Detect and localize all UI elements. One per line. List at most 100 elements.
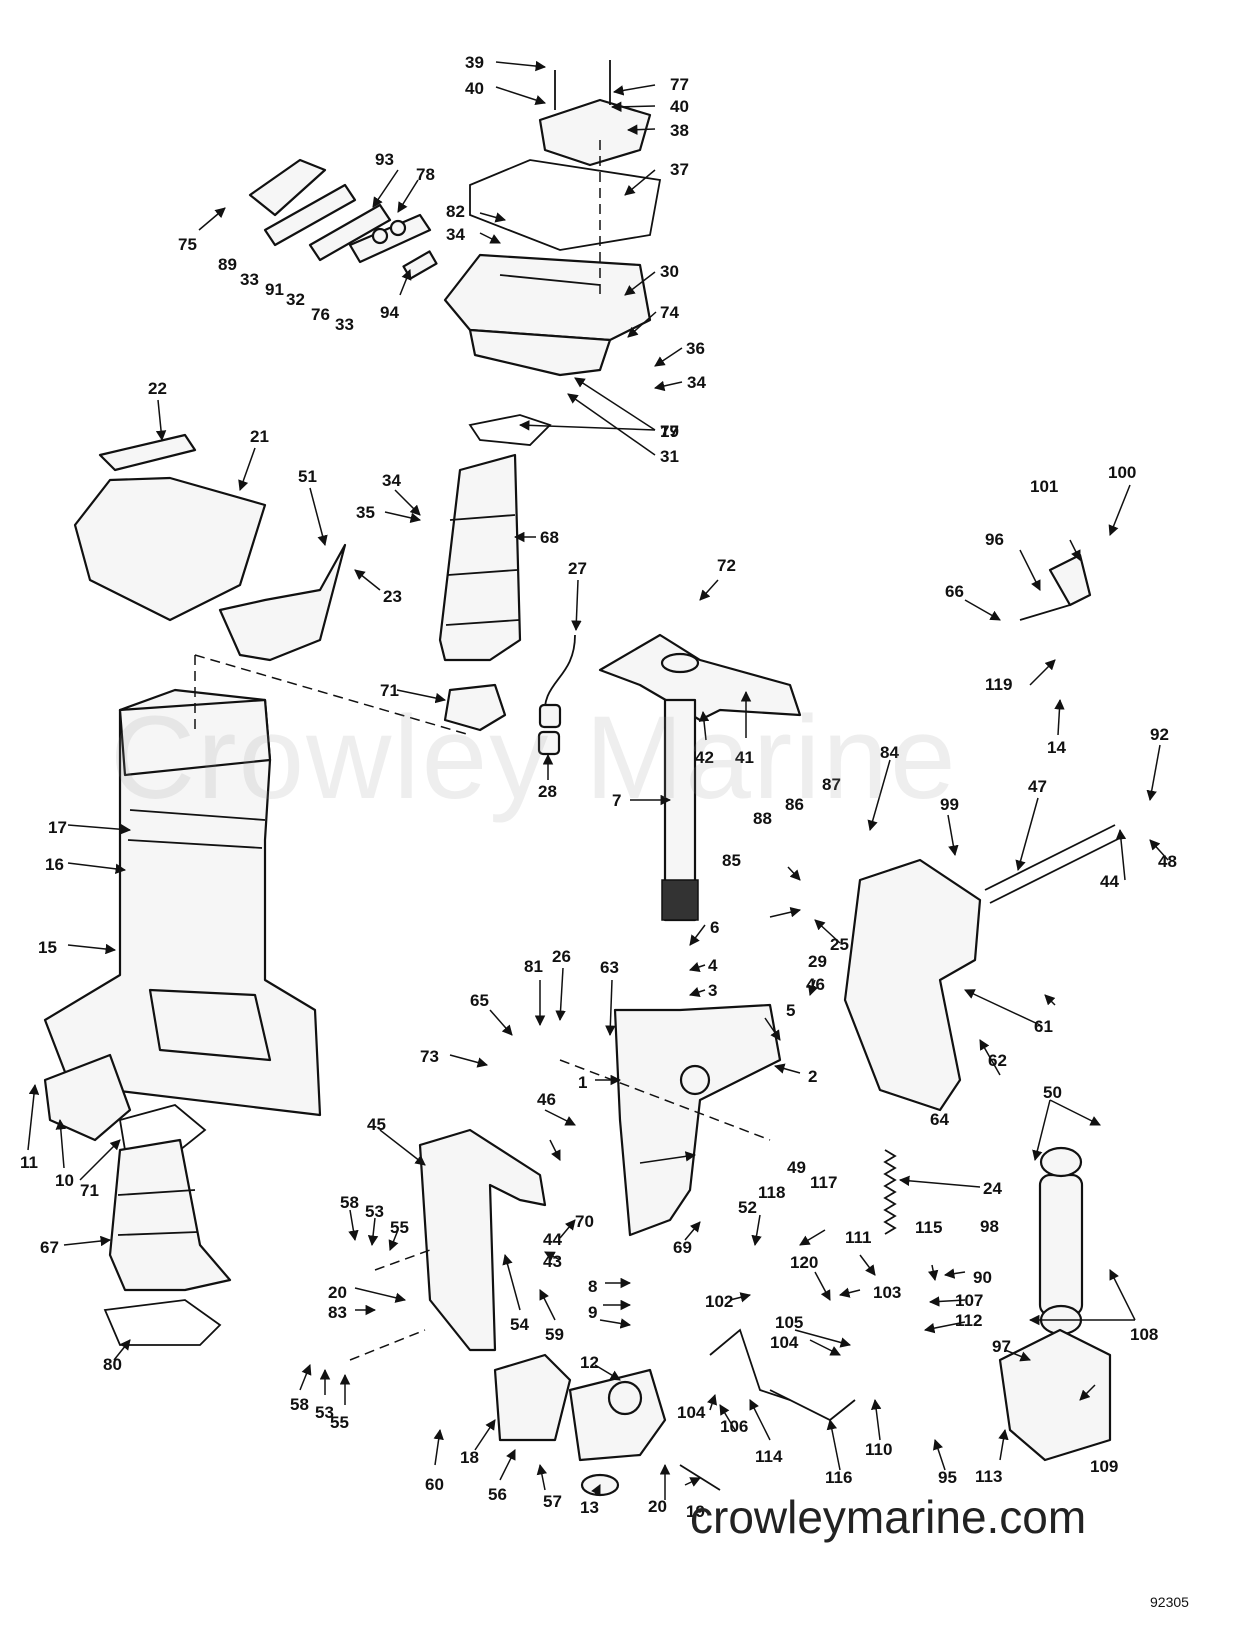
callout-113: 113 xyxy=(975,1467,1002,1486)
leader-lines xyxy=(27,60,1169,1500)
callout-63: 63 xyxy=(600,958,619,977)
callout-91: 91 xyxy=(265,280,284,299)
callout-79: 79 xyxy=(660,422,679,441)
swivel-housing-12 xyxy=(568,1368,667,1462)
callout-65: 65 xyxy=(470,991,489,1010)
callout-46b: 46 xyxy=(806,975,825,994)
tilt-tube-47 xyxy=(984,824,1121,904)
callout-34: 34 xyxy=(446,225,465,244)
callout-42: 42 xyxy=(695,748,714,767)
callout-69: 69 xyxy=(673,1238,692,1257)
callout-81: 81 xyxy=(524,957,543,976)
callout-72: 72 xyxy=(717,556,736,575)
callout-55b: 55 xyxy=(330,1413,349,1432)
callout-60: 60 xyxy=(425,1475,444,1494)
adapter-plate-30 xyxy=(443,253,652,377)
callout-14: 14 xyxy=(1047,738,1066,757)
exhaust-tube-68 xyxy=(438,453,522,662)
callout-23: 23 xyxy=(383,587,402,606)
callout-32: 32 xyxy=(286,290,305,309)
callout-78: 78 xyxy=(416,165,435,184)
callout-31: 31 xyxy=(660,447,679,466)
callout-17b: 17 xyxy=(660,422,679,441)
callout-84: 84 xyxy=(880,743,899,762)
bracket-38 xyxy=(538,60,652,167)
callout-36: 36 xyxy=(686,339,705,358)
tilt-lock-96 xyxy=(1019,553,1092,621)
callout-107: 107 xyxy=(955,1291,983,1310)
seal-71-lower xyxy=(118,1104,207,1151)
callout-94: 94 xyxy=(380,303,399,322)
spring-24 xyxy=(883,1149,897,1235)
callout-111: 111 xyxy=(845,1228,872,1247)
callout-83: 83 xyxy=(328,1303,347,1322)
callout-44: 44 xyxy=(543,1230,562,1249)
callout-85: 85 xyxy=(722,851,741,870)
callout-62: 62 xyxy=(988,1051,1007,1070)
callout-53: 53 xyxy=(365,1202,384,1221)
callout-95: 95 xyxy=(938,1468,957,1487)
callout-75: 75 xyxy=(178,235,197,254)
callout-67: 67 xyxy=(40,1238,59,1257)
lower-pan-51 xyxy=(218,543,347,662)
tilt-cylinder-98 xyxy=(1038,1146,1084,1336)
callout-76: 76 xyxy=(311,305,330,324)
callout-119: 119 xyxy=(985,675,1012,694)
callout-26: 26 xyxy=(552,947,571,966)
callout-66: 66 xyxy=(945,582,964,601)
callout-13: 13 xyxy=(580,1498,599,1517)
hose-27 xyxy=(537,634,576,756)
callout-102: 102 xyxy=(705,1292,733,1311)
trunnion-109 xyxy=(998,1328,1112,1462)
callout-labels: 1 2 3 4 5 6 7 8 9 10 11 12 13 14 15 16 1… xyxy=(20,53,1177,1521)
callout-114: 114 xyxy=(755,1447,783,1466)
callout-7: 7 xyxy=(612,791,621,810)
callout-4: 4 xyxy=(708,956,718,975)
callout-40: 40 xyxy=(465,79,484,98)
callout-22: 22 xyxy=(148,379,167,398)
callout-120: 120 xyxy=(790,1253,818,1272)
callout-49: 49 xyxy=(787,1158,806,1177)
callout-112: 112 xyxy=(955,1311,982,1330)
seal-80 xyxy=(103,1299,222,1346)
website-text[interactable]: crowleymarine.com xyxy=(690,1491,1087,1543)
callout-99: 99 xyxy=(940,795,959,814)
callout-105: 105 xyxy=(775,1313,803,1332)
callout-44b: 44 xyxy=(1100,872,1119,891)
callout-50: 50 xyxy=(1043,1083,1062,1102)
bypass-cover-89 xyxy=(248,158,438,280)
callout-51: 51 xyxy=(298,467,317,486)
clamp-bracket-45 xyxy=(418,1128,547,1352)
cover-10 xyxy=(43,1053,132,1142)
callout-100: 100 xyxy=(1108,463,1136,482)
steering-arm-7 xyxy=(598,633,802,922)
callout-88: 88 xyxy=(753,809,772,828)
callout-96: 96 xyxy=(985,530,1004,549)
callout-64: 64 xyxy=(930,1110,949,1129)
callout-46: 46 xyxy=(537,1090,556,1109)
callout-116: 116 xyxy=(825,1468,852,1487)
callout-6: 6 xyxy=(710,918,719,937)
callout-71: 71 xyxy=(380,681,399,700)
callout-104b: 104 xyxy=(677,1403,706,1422)
callout-92: 92 xyxy=(1150,725,1169,744)
callout-54: 54 xyxy=(510,1315,529,1334)
callout-40b: 40 xyxy=(670,97,689,116)
callout-106: 106 xyxy=(720,1417,748,1436)
callout-34b: 34 xyxy=(687,373,706,392)
callout-30: 30 xyxy=(660,262,679,281)
callout-61: 61 xyxy=(1034,1017,1053,1036)
gasket-79 xyxy=(468,414,552,446)
callout-20b: 20 xyxy=(648,1497,667,1516)
callout-56: 56 xyxy=(488,1485,507,1504)
callout-11: 11 xyxy=(20,1153,38,1172)
callout-115: 115 xyxy=(915,1218,942,1237)
callout-27: 27 xyxy=(568,559,587,578)
callout-101: 101 xyxy=(1030,477,1058,496)
callout-15: 15 xyxy=(38,938,57,957)
assembly-lines xyxy=(194,140,771,1361)
callout-86: 86 xyxy=(785,795,804,814)
callout-53b: 53 xyxy=(315,1403,334,1422)
callout-33: 33 xyxy=(240,270,259,289)
